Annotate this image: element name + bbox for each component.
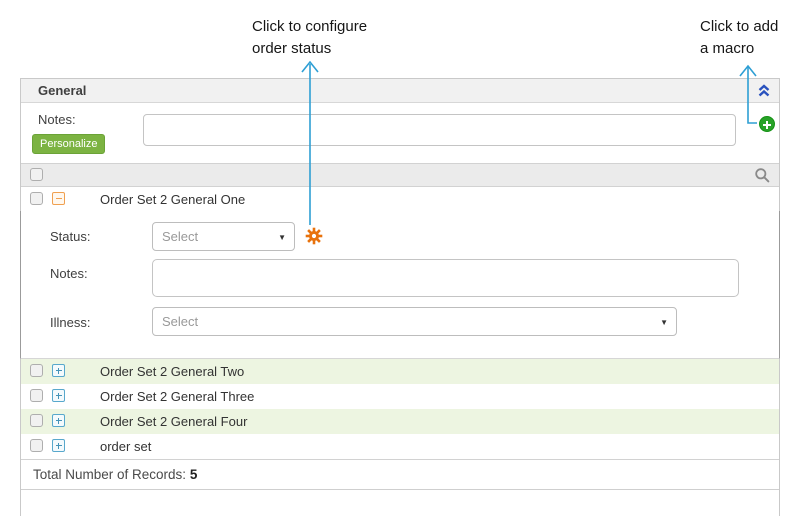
- grid-header-row: [21, 163, 779, 187]
- row-label: Order Set 2 General Four: [100, 414, 248, 429]
- annotation-line: a macro: [700, 40, 755, 57]
- double-chevron-up-icon: [758, 84, 770, 97]
- add-macro-button[interactable]: [759, 116, 775, 132]
- order-notes-textarea[interactable]: [152, 259, 739, 297]
- illness-select[interactable]: Select ▼: [152, 307, 677, 336]
- illness-label: Illness:: [50, 315, 91, 330]
- annotation-add-macro: Click to add a macro: [700, 16, 778, 60]
- collapse-panel-button[interactable]: [757, 84, 771, 98]
- plus-icon: [57, 417, 60, 424]
- row-checkbox[interactable]: [30, 364, 43, 377]
- expand-row-icon[interactable]: [52, 389, 65, 402]
- row-checkbox[interactable]: [30, 414, 43, 427]
- search-icon: [755, 168, 770, 183]
- table-row[interactable]: Order Set 2 General Four: [21, 409, 779, 434]
- configure-status-gear-button[interactable]: [305, 227, 323, 245]
- chevron-down-icon: ▼: [660, 318, 668, 327]
- annotation-line: Click to add: [700, 18, 779, 35]
- chevron-down-icon: ▼: [278, 233, 286, 242]
- select-all-checkbox[interactable]: [30, 168, 43, 181]
- table-row[interactable]: order set: [21, 434, 779, 459]
- general-notes-section: Notes: Personalize: [21, 103, 779, 163]
- total-records-label: Total Number of Records:: [33, 467, 187, 482]
- expand-row-icon[interactable]: [52, 364, 65, 377]
- total-records-value: 5: [189, 467, 198, 482]
- table-row[interactable]: Order Set 2 General Two: [21, 359, 779, 384]
- plus-icon: [57, 367, 60, 374]
- expand-row-icon[interactable]: [52, 439, 65, 452]
- collapse-row-icon[interactable]: [52, 192, 65, 205]
- plus-icon: [766, 120, 768, 129]
- table-row[interactable]: Order Set 2 General Three: [21, 384, 779, 409]
- row-label: order set: [100, 439, 152, 454]
- row-checkbox[interactable]: [30, 389, 43, 402]
- row-label: Order Set 2 General One: [100, 192, 246, 207]
- expand-row-icon[interactable]: [52, 414, 65, 427]
- row-label: Order Set 2 General Three: [100, 389, 255, 404]
- general-panel: General Notes: Personalize: [20, 78, 780, 516]
- illness-select-value: Select: [162, 314, 199, 329]
- arrow-configure-head: [301, 60, 319, 73]
- general-notes-input[interactable]: [143, 114, 736, 146]
- plus-icon: [57, 392, 60, 399]
- row-checkbox[interactable]: [30, 439, 43, 452]
- annotation-line: order status: [252, 40, 332, 57]
- minus-icon: [55, 197, 62, 200]
- search-button[interactable]: [754, 167, 770, 183]
- notes-label: Notes:: [50, 266, 88, 281]
- gear-icon: [305, 227, 323, 245]
- status-select[interactable]: Select ▼: [152, 222, 295, 251]
- table-row[interactable]: Order Set 2 General One: [21, 187, 779, 211]
- notes-label: Notes:: [38, 112, 76, 127]
- plus-icon: [57, 442, 60, 449]
- panel-header: General: [21, 79, 779, 103]
- annotation-configure-order-status: Click to configure order status: [252, 16, 367, 60]
- annotation-line: Click to configure: [252, 18, 368, 35]
- status-label: Status:: [50, 229, 91, 244]
- row-label: Order Set 2 General Two: [100, 364, 245, 379]
- status-select-value: Select: [162, 229, 199, 244]
- row-checkbox[interactable]: [30, 192, 43, 205]
- panel-title: General: [38, 83, 87, 98]
- expanded-order-form: Status: Select ▼ Notes:: [20, 211, 780, 359]
- total-records-text: Total Number of Records: 5: [33, 467, 197, 482]
- personalize-button[interactable]: Personalize: [32, 134, 106, 154]
- records-footer: Total Number of Records: 5: [21, 459, 779, 490]
- arrow-macro-head: [739, 64, 757, 77]
